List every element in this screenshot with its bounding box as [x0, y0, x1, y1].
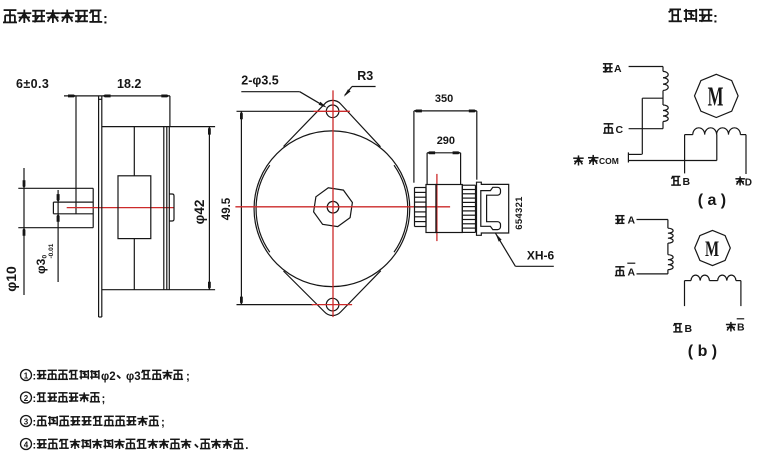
svg-text:654321: 654321: [514, 196, 525, 230]
svg-text:COM: COM: [599, 156, 619, 166]
svg-text:.: .: [245, 440, 248, 452]
svg-text:φ3: φ3: [126, 371, 141, 383]
svg-text:B: B: [737, 322, 745, 334]
svg-text::: :: [103, 12, 108, 28]
svg-text:( b ): ( b ): [688, 343, 717, 360]
svg-text:φ42: φ42: [192, 200, 207, 225]
svg-text:2-φ3.5: 2-φ3.5: [241, 74, 278, 88]
svg-text:;: ;: [161, 417, 165, 429]
svg-text:C: C: [616, 124, 624, 136]
svg-text::: :: [33, 393, 37, 405]
svg-text:M: M: [705, 237, 719, 262]
svg-text:49.5: 49.5: [221, 197, 233, 220]
svg-text:290: 290: [437, 135, 455, 147]
svg-text:A: A: [628, 215, 636, 227]
svg-text:350: 350: [435, 93, 453, 105]
svg-text:R3: R3: [357, 69, 373, 83]
svg-text:4: 4: [24, 440, 29, 449]
svg-text:D: D: [745, 178, 752, 189]
svg-text:;: ;: [186, 371, 190, 383]
svg-text:φ3: φ3: [34, 258, 48, 274]
svg-text:( a ): ( a ): [698, 192, 726, 209]
svg-text:18.2: 18.2: [117, 77, 141, 91]
svg-text::: :: [33, 371, 37, 383]
svg-text:0: 0: [42, 255, 49, 259]
svg-text::: :: [713, 11, 718, 27]
svg-text:φ2: φ2: [101, 371, 116, 383]
svg-text:1: 1: [24, 371, 29, 380]
svg-text:XH-6: XH-6: [527, 249, 555, 263]
svg-text:A: A: [628, 267, 636, 279]
svg-text:3: 3: [24, 417, 29, 426]
svg-text:2: 2: [24, 394, 29, 403]
svg-text::: :: [33, 440, 37, 452]
svg-text:6±0.3: 6±0.3: [16, 77, 49, 91]
svg-text:φ10: φ10: [3, 266, 19, 292]
svg-text:B: B: [683, 176, 691, 188]
svg-text:;: ;: [102, 394, 106, 406]
svg-text::: :: [33, 417, 37, 429]
svg-text:M: M: [708, 81, 724, 111]
svg-text:A: A: [614, 63, 622, 75]
svg-text:B: B: [685, 323, 693, 335]
svg-text:-0.01: -0.01: [48, 243, 55, 258]
